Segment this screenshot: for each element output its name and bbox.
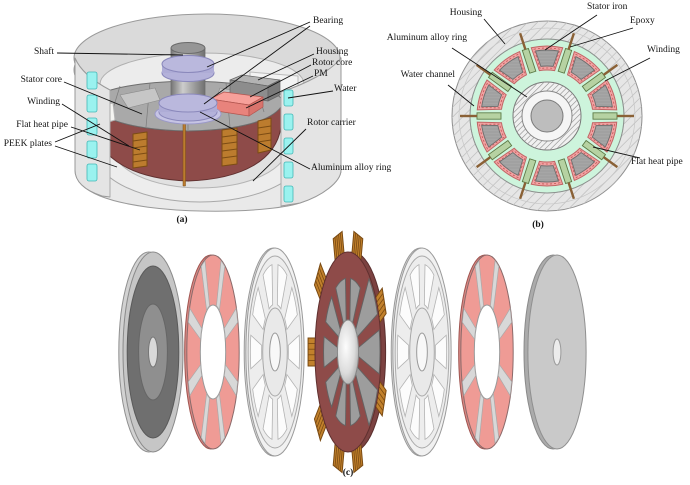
label-flat-heat-pipe-b: Flat heat pipe: [631, 157, 683, 167]
panel-a-cutaway-view: [73, 13, 342, 212]
bearing-collar: [161, 55, 215, 82]
label-aluminum-ring-a: Aluminum alloy ring: [311, 163, 392, 173]
caption-a: (a): [176, 215, 188, 225]
leader-lines: [54, 14, 651, 182]
label-housing-a: Housing: [316, 47, 349, 57]
water-channels-right: [283, 89, 294, 203]
label-stator-iron: Stator iron: [587, 2, 628, 12]
label-winding-a: Winding: [27, 97, 60, 107]
water-channels-left: [86, 71, 98, 182]
label-pm: PM: [314, 69, 328, 79]
label-epoxy: Epoxy: [630, 16, 655, 26]
label-flat-heat-pipe-a: Flat heat pipe: [16, 120, 68, 130]
label-winding-b: Winding: [647, 45, 680, 55]
label-bearing: Bearing: [313, 16, 344, 26]
shaft-top: [170, 42, 206, 54]
bearing-flange: [158, 93, 218, 122]
label-stator-core: Stator core: [20, 75, 62, 85]
label-aluminum-ring-b: Aluminum alloy ring: [386, 33, 467, 43]
caption-c: (c): [342, 468, 354, 478]
panel-c-exploded-view: [119, 231, 586, 472]
caption-b: (b): [532, 220, 544, 230]
label-water-channel: Water channel: [400, 70, 455, 80]
label-rotor-carrier: Rotor carrier: [307, 118, 356, 128]
label-housing-b: Housing: [449, 8, 482, 18]
label-shaft: Shaft: [33, 47, 54, 57]
label-peek-plates: PEEK plates: [3, 139, 52, 149]
label-water: Water: [334, 84, 357, 94]
label-rotor-core: Rotor core: [312, 58, 353, 68]
